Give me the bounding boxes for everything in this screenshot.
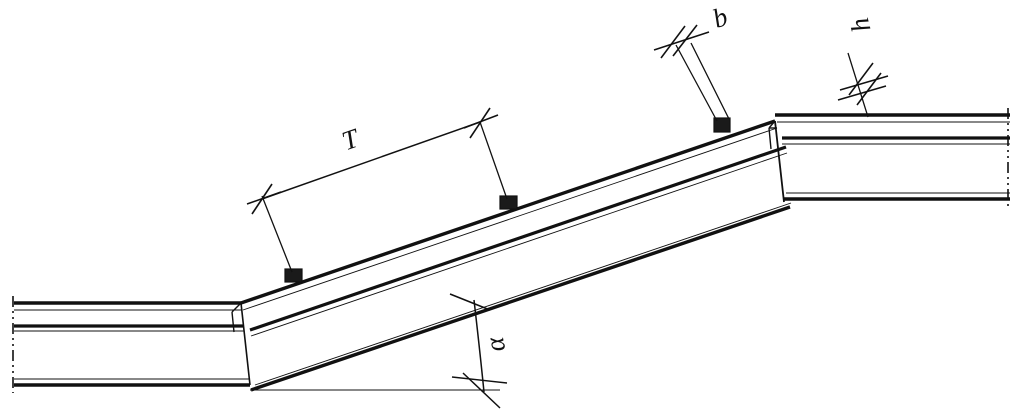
left-horizontal-segment [14,301,250,387]
incline-web-top-edge [249,145,787,332]
dimension-h-tick-b [856,72,882,106]
dimension-b-extension-left [675,44,718,122]
dimension-b-cross-line [653,31,710,51]
dimension-alpha [250,293,508,409]
dimension-T-extension-right [479,121,508,200]
right-bend-joint [768,120,785,203]
dimension-b-extension-right [690,42,730,120]
fastener-clip-upper [713,117,731,133]
left-joint-mitre-seam-2 [231,311,235,333]
fastener-clip-lower [284,268,303,283]
fastener-clip-middle-body [499,195,518,210]
left-joint-face-outer [240,302,251,386]
dimension-h-cross-line-lower [839,75,889,91]
right-horizontal-segment [775,113,1010,201]
dimension-T-extension-left [261,195,293,273]
right-joint-mitre-seam-2 [768,120,776,129]
dimension-b [653,24,730,122]
fastener-clip-middle [499,195,518,210]
dimension-alpha-arc [473,299,485,393]
dimension-h-tick-a [848,62,874,96]
left-bend-joint [231,302,251,386]
incline-web-bottom-inner-edge [254,202,792,386]
label-dimension-alpha: α [479,334,511,354]
incline-top-flange-inner-edge [242,127,778,311]
incline-web-top-inner-edge [250,152,788,337]
right-joint-face-outer [774,120,785,203]
dimension-alpha-tick-top [449,293,491,311]
fastener-clip-upper-body [713,117,731,133]
dimension-h-cross-line-upper [837,85,887,101]
dimension-b-tick-left [660,25,686,59]
dimension-T-tick-right [469,107,491,139]
dimension-alpha-tick-bottom-cross [451,376,508,384]
dimension-h [837,52,889,118]
fastener-clip-lower-body [284,268,303,283]
dimension-T-tick-right-cross [463,114,499,129]
incline-top-flange-outer-edge [240,119,776,305]
dimension-T-line [261,121,481,200]
incline-bottom-flange-outer-edge [250,205,791,392]
dimension-T-tick-left-cross [246,191,282,205]
left-joint-mitre-seam [231,302,242,313]
dimension-T [246,107,508,273]
right-joint-mitre-seam-3 [768,127,772,150]
inclined-segment [240,119,792,392]
